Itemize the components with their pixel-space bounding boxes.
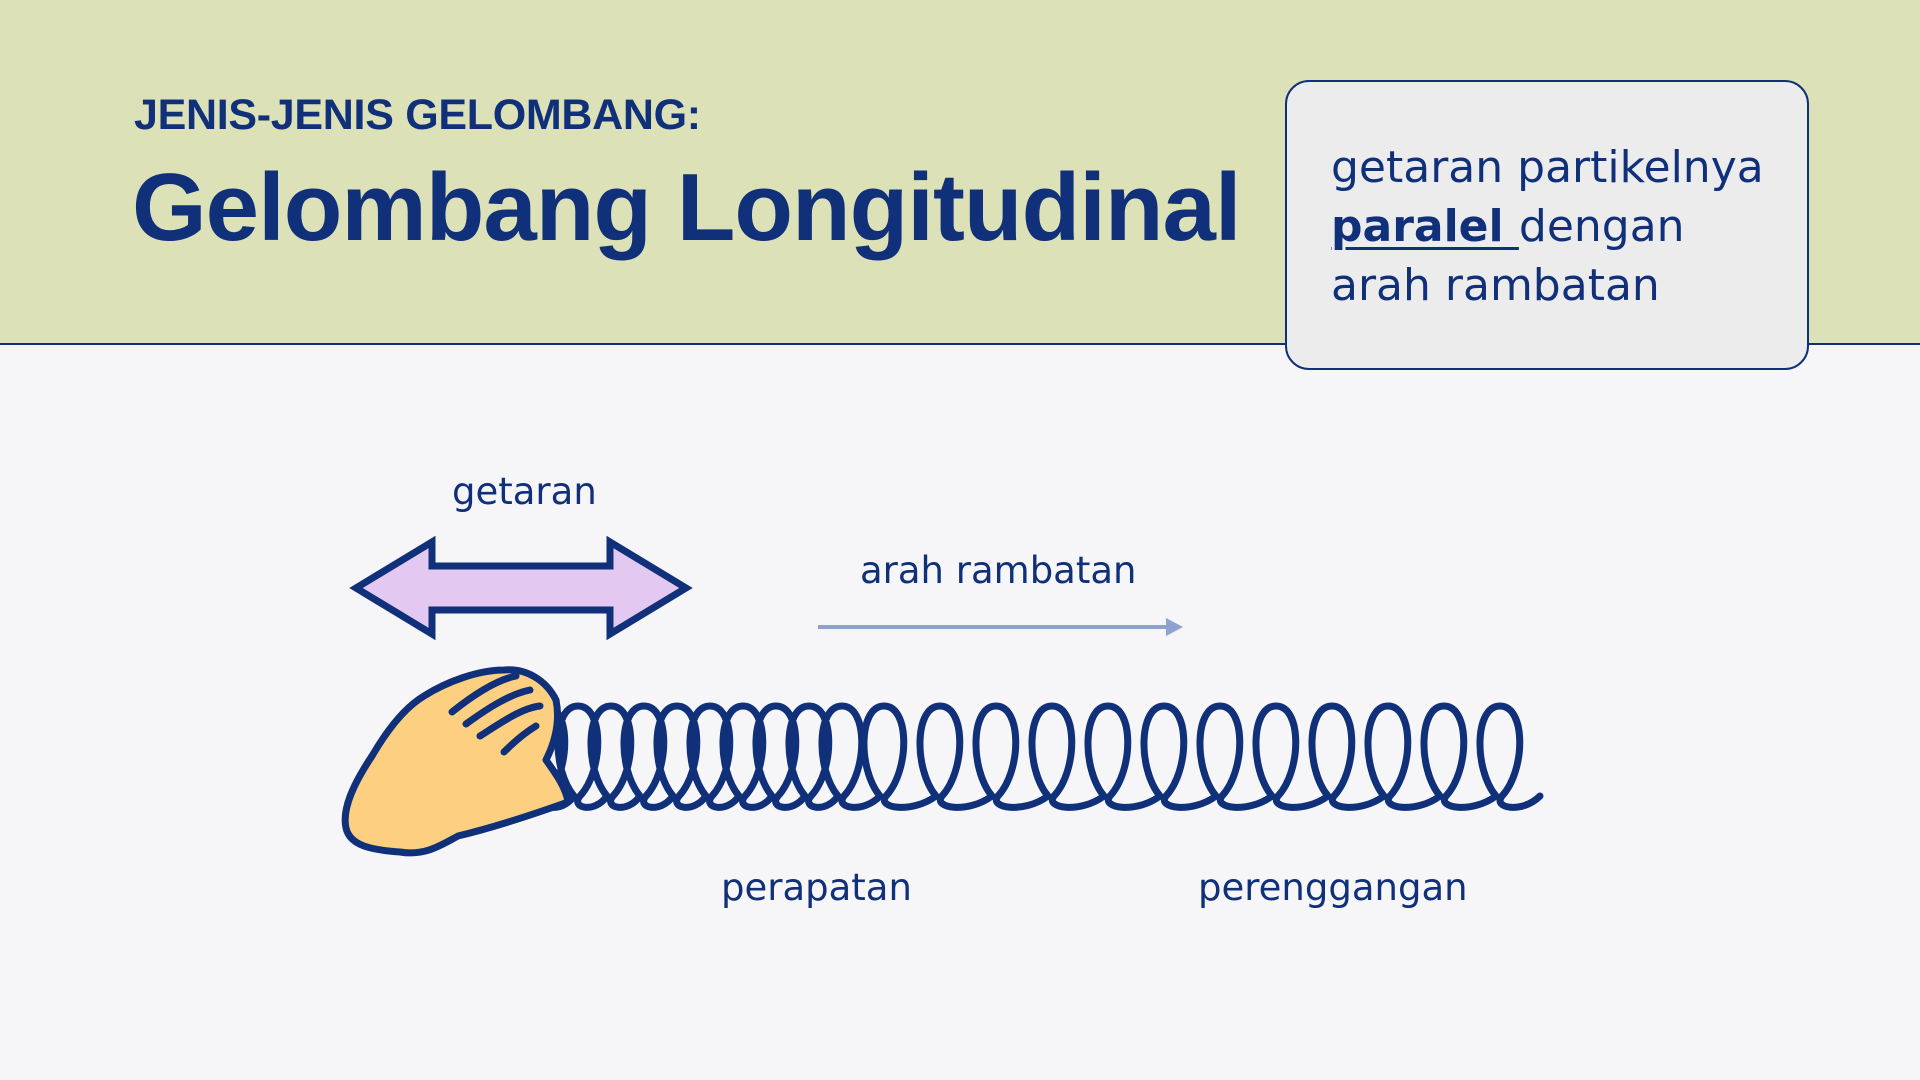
rarefaction-label: perenggangan	[1198, 866, 1468, 909]
hand-icon	[341, 666, 572, 857]
propagation-label: arah rambatan	[860, 549, 1137, 592]
definition-line-2-rest: dengan	[1518, 201, 1685, 252]
right-arrow-icon	[818, 618, 1183, 636]
definition-keyword: paralel	[1331, 201, 1519, 252]
definition-card: getaran partikelnya paralel dengan arah …	[1285, 80, 1809, 370]
page-title: Gelombang Longitudinal	[132, 154, 1242, 261]
double-arrow-icon	[349, 535, 693, 641]
definition-line-1: getaran partikelnya	[1331, 142, 1764, 193]
page-subtitle: JENIS-JENIS GELOMBANG:	[134, 91, 701, 139]
spring-coil	[521, 702, 1544, 811]
definition-line-3: arah rambatan	[1331, 260, 1660, 311]
compression-label: perapatan	[721, 866, 912, 909]
vibration-label: getaran	[452, 470, 597, 513]
definition-line-2: paralel dengan	[1331, 197, 1787, 256]
